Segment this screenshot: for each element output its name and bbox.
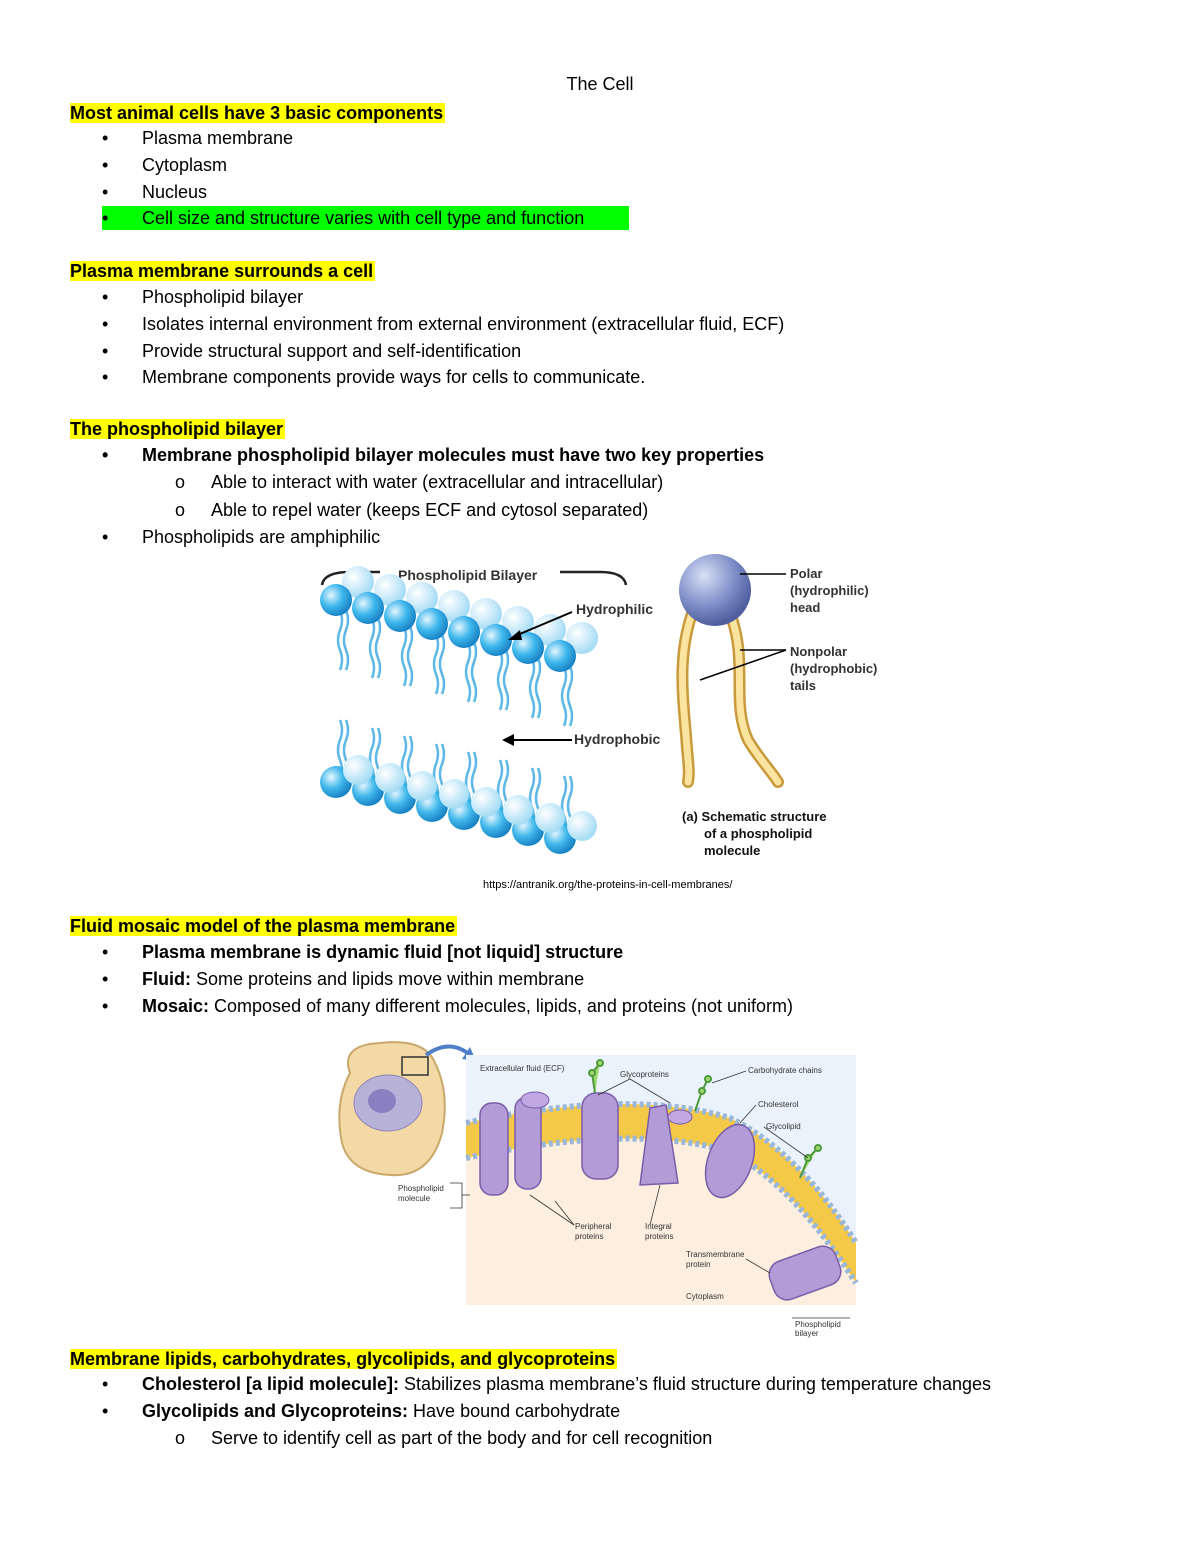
carbohydrate-chain-icons [588,1059,822,1179]
list-item: •Membrane phospholipid bilayer molecules… [102,445,765,465]
bilayer-label: Phospholipid Bilayer [398,567,538,583]
list-item: •Fluid: Some proteins and lipids move wi… [102,969,585,989]
glycoproteins-label: Glycoproteins [620,1070,669,1079]
polar-head-label: Polar (hydrophilic) head [790,566,872,615]
cell-thumbnail-icon [338,1041,446,1177]
list-item: •Mosaic: Composed of many different mole… [102,996,793,1016]
section-heading-plasma-membrane: Plasma membrane surrounds a cell [70,261,376,281]
peripheral-protein-icons [520,1091,693,1125]
fluid-mosaic-figure: Extracellular fluid (ECF) Glycoproteins … [338,1041,859,1338]
list-item: •Phospholipids are amphiphilic [102,527,381,547]
figure-source-url: https://antranik.org/the-proteins-in-cel… [483,879,733,891]
list-item: •Glycolipids and Glycoproteins: Have bou… [102,1401,621,1421]
list-item: •Plasma membrane is dynamic fluid [not l… [102,942,624,962]
ecf-label: Extracellular fluid (ECF) [480,1064,565,1073]
section-heading-components: Most animal cells have 3 basic component… [70,103,446,123]
cytoplasm-label: Cytoplasm [686,1292,724,1301]
list-item: •Isolates internal environment from exte… [102,314,785,334]
schematic-caption: (a) Schematic structure of a phospholipi… [682,809,830,858]
list-item: •Provide structural support and self-ide… [102,341,522,361]
integral-protein-icons [479,1092,842,1301]
list-item-highlighted: •Cell size and structure varies with cel… [102,206,629,230]
list-item: •Cholesterol [a lipid molecule]: Stabili… [102,1374,992,1394]
nonpolar-tails-label: Nonpolar (hydrophobic) tails [790,644,881,693]
section-heading-membrane-lipids: Membrane lipids, carbohydrates, glycolip… [70,1349,618,1369]
list-item: •Plasma membrane [102,128,294,148]
hydrophilic-label: Hydrophilic [576,601,653,617]
section-heading-fluid-mosaic: Fluid mosaic model of the plasma membran… [70,916,458,936]
section-heading-bilayer: The phospholipid bilayer [70,419,286,439]
list-item: •Phospholipid bilayer [102,287,304,307]
hydrophobic-label: Hydrophobic [574,731,661,747]
phospholipid-bilayer-figure: Phospholipid Bilayer [320,554,881,858]
list-item: •Cytoplasm [102,155,228,175]
list-item: •Nucleus [102,182,208,202]
cholesterol-label: Cholesterol [758,1100,799,1109]
polar-head-icon [679,554,751,626]
list-item: •Membrane components provide ways for ce… [102,367,646,387]
page-title: The Cell [566,74,634,94]
carbohydrate-chains-label: Carbohydrate chains [748,1066,822,1075]
glycolipid-label: Glycolipid [766,1122,801,1131]
